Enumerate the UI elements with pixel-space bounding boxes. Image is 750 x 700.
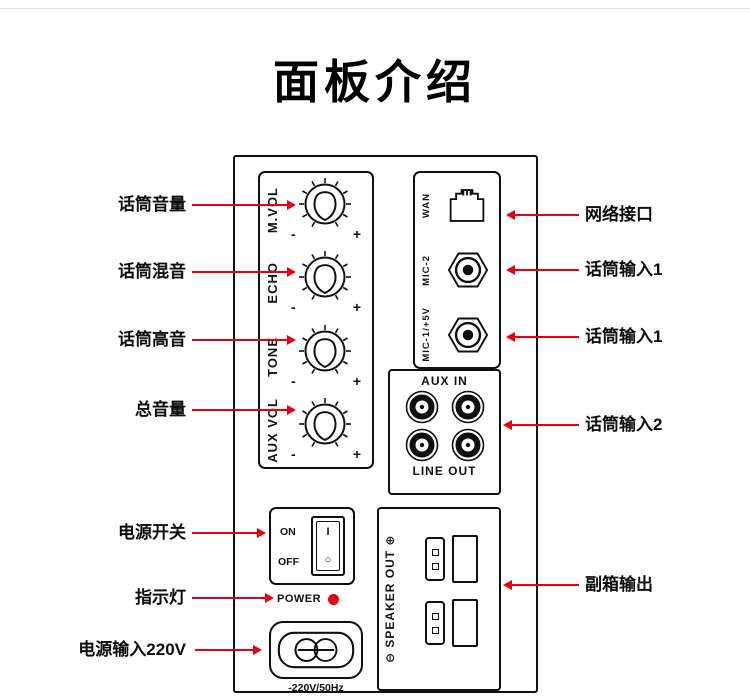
mic1-row: MIC-1/+5V	[415, 302, 499, 367]
plus-label: +	[352, 225, 361, 242]
callout-sub-speaker-output: 副箱输出	[585, 575, 653, 594]
power-led-icon	[328, 593, 340, 605]
leader-line	[192, 267, 296, 277]
speaker-terminal	[425, 535, 478, 583]
minus-label: -	[291, 225, 296, 242]
leader-line	[192, 405, 296, 415]
leader-line	[506, 265, 579, 275]
device-panel: M.VOL - + ECHO - + TONE -	[233, 155, 538, 694]
leader-line	[503, 580, 579, 590]
rca-jack-icon	[404, 389, 440, 425]
rca-jack-icon	[450, 427, 486, 463]
power-switch-section: ON OFF I ○	[269, 507, 355, 585]
minus-label: -	[291, 372, 296, 389]
callout-master-volume: 总音量	[135, 400, 186, 419]
ac-inlet-label: -220V/50Hz	[288, 682, 344, 694]
wan-label: WAN	[421, 192, 432, 218]
off-label: OFF	[278, 556, 299, 568]
knob-row-tone: TONE - +	[260, 320, 372, 394]
power-indicator: POWER	[277, 593, 340, 605]
line-out-jacks	[404, 427, 486, 463]
plus-label: +	[352, 446, 361, 463]
ac-inlet-icon	[277, 631, 355, 669]
aux-in-jacks	[404, 389, 486, 425]
mic2-jack-icon	[447, 249, 489, 291]
terminal-post-icon	[452, 535, 478, 583]
rca-jack-icon	[450, 389, 486, 425]
tone-knob-icon: - +	[291, 323, 361, 391]
rocker-on-mark: I	[326, 526, 330, 538]
callout-mic-treble: 话筒高音	[118, 330, 186, 349]
power-label: POWER	[277, 593, 322, 605]
rocker-switch: I ○	[311, 516, 345, 576]
knob-label-tone: TONE	[265, 336, 280, 377]
page-title: 面板介绍	[273, 56, 477, 108]
auxvol-knob-icon: - +	[291, 396, 361, 464]
leader-line	[192, 593, 274, 603]
knob-row-mvol: M.VOL - +	[260, 173, 372, 247]
callout-indicator-light: 指示灯	[135, 588, 186, 607]
minus-label: -	[291, 446, 296, 463]
plus-label: +	[352, 299, 361, 316]
knob-label-echo: ECHO	[265, 262, 280, 305]
callout-mic-volume: 话筒音量	[118, 195, 186, 214]
line-out-label: LINE OUT	[412, 464, 477, 478]
rca-jack-icon	[404, 427, 440, 463]
mic2-row: MIC-2	[415, 238, 499, 303]
plus-label: +	[352, 372, 361, 389]
input-section: WAN MIC-2 MIC-1/+5V	[413, 171, 501, 369]
speaker-terminal	[425, 599, 478, 647]
mvol-knob-icon: - +	[291, 176, 361, 244]
mic2-label: MIC-2	[421, 254, 432, 286]
leader-line	[192, 200, 296, 210]
callout-power-input: 电源输入220V	[78, 640, 186, 659]
mic1-jack-icon	[447, 314, 489, 356]
terminal-clip-icon	[425, 537, 445, 581]
knob-label-mvol: M.VOL	[265, 186, 280, 233]
callout-mic-input-1b: 话筒输入1	[585, 327, 663, 346]
speaker-out-label: ⊖ SPEAKER OUT ⊕	[383, 534, 397, 664]
knob-row-auxvol: AUX VOL - +	[260, 394, 372, 468]
leader-line	[506, 332, 579, 342]
terminal-post-icon	[452, 599, 478, 647]
callout-mic-echo: 话筒混音	[118, 262, 186, 281]
ac-inlet	[269, 621, 363, 679]
callout-network-port: 网络接口	[585, 205, 653, 224]
minus-label: -	[291, 299, 296, 316]
on-label: ON	[280, 526, 296, 538]
top-divider	[0, 8, 750, 9]
callout-power-switch: 电源开关	[118, 523, 186, 542]
knob-label-auxvol: AUX VOL	[265, 397, 280, 463]
mic1-label: MIC-1/+5V	[421, 307, 432, 363]
knob-section: M.VOL - + ECHO - + TONE -	[258, 171, 374, 469]
terminal-clip-icon	[425, 601, 445, 645]
leader-line	[195, 645, 262, 655]
rocker-off-mark: ○	[324, 554, 332, 566]
rocker-face: I ○	[316, 521, 340, 571]
callout-mic-input-2: 话筒输入2	[585, 415, 663, 434]
knob-row-echo: ECHO - +	[260, 247, 372, 321]
rj45-port-icon	[447, 188, 487, 223]
callout-mic-input-1a: 话筒输入1	[585, 260, 663, 279]
speaker-terminals	[425, 535, 478, 647]
leader-line	[192, 335, 296, 345]
aux-section: AUX IN LINE OUT	[388, 369, 501, 495]
aux-in-label: AUX IN	[421, 374, 468, 388]
leader-line	[506, 210, 579, 220]
wan-row: WAN	[415, 173, 499, 238]
leader-line	[192, 528, 266, 538]
leader-line	[503, 420, 579, 430]
echo-knob-icon: - +	[291, 249, 361, 317]
speaker-out-section: ⊖ SPEAKER OUT ⊕	[377, 507, 501, 691]
